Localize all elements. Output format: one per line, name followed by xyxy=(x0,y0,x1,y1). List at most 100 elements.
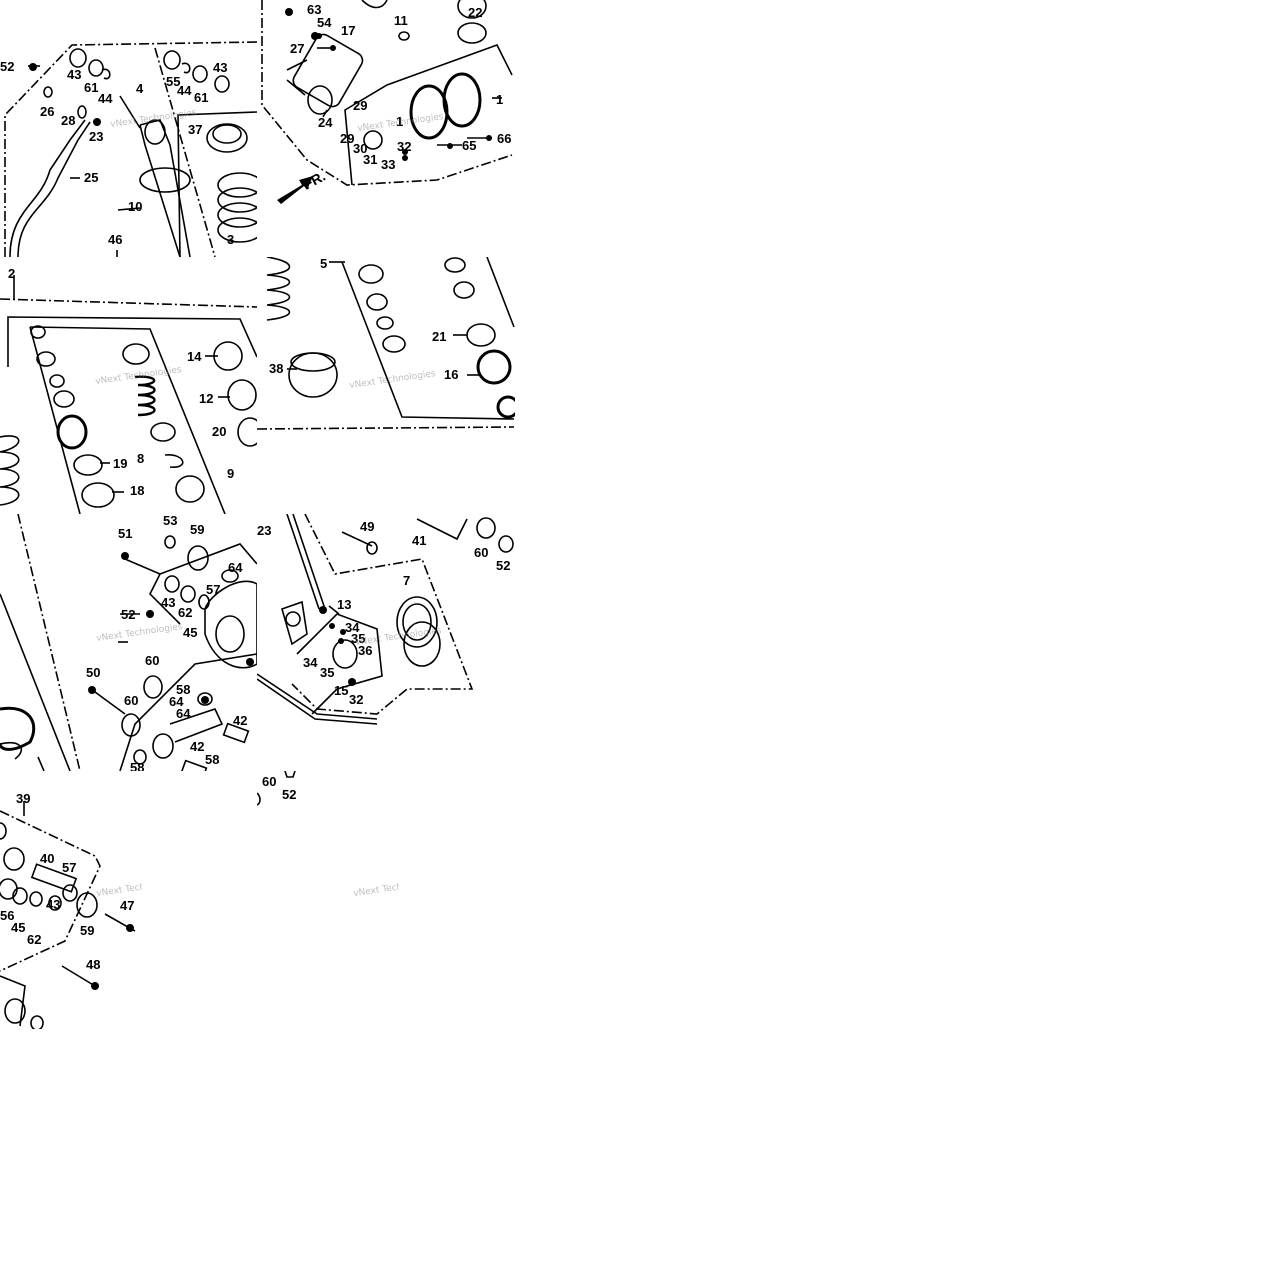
part-label: 19 xyxy=(113,456,128,471)
part-label: 40 xyxy=(40,851,55,866)
part-label: 46 xyxy=(108,232,123,247)
part-label: 37 xyxy=(188,122,203,137)
part-label: 42 xyxy=(233,713,248,728)
tile-r1-c0: 2 14 12 20 8 19 18 9 vNext Technologies xyxy=(0,257,257,514)
part-label: 52 xyxy=(282,787,297,802)
part-label: 29 xyxy=(353,98,368,113)
parts-drawing xyxy=(0,514,257,771)
part-label: 65 xyxy=(462,138,477,153)
part-label: 64 xyxy=(176,706,191,721)
part-label: 55 xyxy=(166,74,181,89)
part-label: 38 xyxy=(269,361,284,376)
part-label: 56 xyxy=(0,908,15,923)
part-label: 34 xyxy=(345,620,360,635)
parts-drawing xyxy=(4,41,257,257)
part-label: 58 xyxy=(130,760,145,771)
part-label: 1 xyxy=(396,114,404,129)
part-label: 49 xyxy=(360,519,375,534)
tile-r3-c1: 60 52 vNext Technologies xyxy=(257,771,399,916)
tile-r1-c1: 5 21 38 16 vNext Technologies xyxy=(257,257,515,514)
part-label: 26 xyxy=(40,104,55,119)
part-label: 60 xyxy=(474,545,489,560)
part-label: 20 xyxy=(212,424,227,439)
part-label: 60 xyxy=(145,653,160,668)
part-label: 43 xyxy=(213,60,228,75)
parts-drawing xyxy=(0,801,136,1029)
part-label: 53 xyxy=(163,514,178,528)
part-label: 44 xyxy=(98,91,113,106)
part-label: 47 xyxy=(120,898,135,913)
part-label: 64 xyxy=(228,560,243,575)
part-label: 66 xyxy=(497,131,512,146)
part-label: 42 xyxy=(190,739,205,754)
part-label: 59 xyxy=(190,522,205,537)
part-label: 24 xyxy=(318,115,333,130)
part-label: 14 xyxy=(187,349,202,364)
part-label: 23 xyxy=(89,129,104,144)
part-label: 12 xyxy=(199,391,214,406)
part-label: 30 xyxy=(353,141,368,156)
part-label: 64 xyxy=(169,694,184,709)
part-label: 23 xyxy=(257,523,272,538)
parts-drawing xyxy=(257,771,296,806)
part-label: 52 xyxy=(0,59,15,74)
part-label: 32 xyxy=(349,692,364,707)
part-label: 59 xyxy=(80,923,95,938)
part-label: 63 xyxy=(307,2,322,17)
part-label: 27 xyxy=(290,41,305,56)
part-label: 16 xyxy=(444,367,459,382)
part-label: 61 xyxy=(84,80,99,95)
part-label: 9 xyxy=(227,466,235,481)
part-label: 4 xyxy=(136,81,144,96)
part-label: 57 xyxy=(206,582,221,597)
part-label: 43 xyxy=(67,67,82,82)
part-label: 41 xyxy=(412,533,427,548)
parts-drawing xyxy=(0,275,257,514)
tile-r0-c1: 63 54 17 11 22 27 29 1 1 24 29 30 31 33 … xyxy=(257,0,515,257)
part-label: 10 xyxy=(128,199,143,214)
part-label: 60 xyxy=(262,774,277,789)
part-label: 31 xyxy=(363,152,378,167)
part-label: 39 xyxy=(16,791,31,806)
part-label: 48 xyxy=(86,957,101,972)
part-label: 32 xyxy=(397,139,412,154)
part-label: 1 xyxy=(496,92,504,107)
part-label: 18 xyxy=(130,483,145,498)
part-label: 21 xyxy=(432,329,447,344)
part-label: 25 xyxy=(84,170,99,185)
part-label: 62 xyxy=(27,932,42,947)
part-label: 15 xyxy=(334,683,349,698)
part-label: 57 xyxy=(62,860,77,875)
part-label: 33 xyxy=(381,157,396,172)
part-label: 17 xyxy=(341,23,356,38)
part-label: 7 xyxy=(403,573,411,588)
part-label: 44 xyxy=(177,83,192,98)
part-label: 36 xyxy=(358,643,373,658)
part-label: 52 xyxy=(121,607,136,622)
part-label: 60 xyxy=(124,693,139,708)
parts-drawing xyxy=(257,514,514,725)
part-label: 3 xyxy=(227,232,235,247)
tile-r2-c1: 23 49 41 60 52 7 13 34 35 36 34 35 15 32… xyxy=(257,514,515,771)
part-label: 51 xyxy=(118,526,133,541)
part-label: 35 xyxy=(320,665,335,680)
part-label: 62 xyxy=(178,605,193,620)
tile-r0-c0: 52 43 61 44 55 44 61 43 26 28 23 4 37 25… xyxy=(0,0,257,257)
part-label: 22 xyxy=(468,5,483,20)
part-label: 35 xyxy=(351,631,366,646)
part-label: 43 xyxy=(46,897,61,912)
part-label: 43 xyxy=(161,595,176,610)
parts-drawing xyxy=(261,0,513,204)
part-label: 8 xyxy=(137,451,145,466)
part-label: 34 xyxy=(303,655,318,670)
part-label: 45 xyxy=(183,625,198,640)
part-label: 50 xyxy=(86,665,101,680)
tile-r2-c0: 51 53 59 57 64 52 43 62 45 50 60 60 58 6… xyxy=(0,514,257,771)
part-label: 29 xyxy=(340,131,355,146)
part-label: 52 xyxy=(496,558,511,573)
part-label: 58 xyxy=(176,682,191,697)
part-label: 13 xyxy=(337,597,352,612)
parts-drawing xyxy=(257,257,515,430)
part-label: 11 xyxy=(394,13,408,28)
tile-r3-c0: 39 40 57 56 45 43 62 59 47 48 vNext Tech… xyxy=(0,771,142,1029)
